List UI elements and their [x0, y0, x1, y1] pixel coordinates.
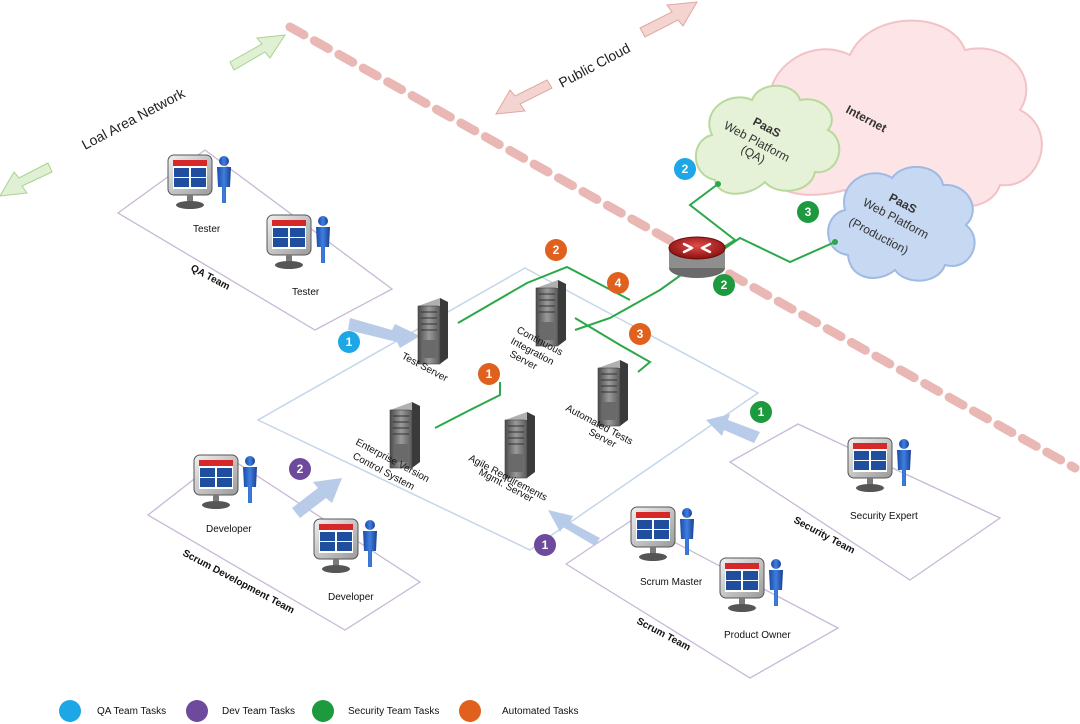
security-flow-arrow: [706, 414, 760, 443]
legend-swatch-security: [312, 700, 334, 722]
qa-task-badge-1: 1: [338, 331, 360, 353]
paas-production-cloud: PaaS Web Platform (Production): [827, 165, 976, 282]
legend: QA Team Tasks Dev Team Tasks Security Te…: [59, 700, 579, 722]
legend-swatch-automated: [459, 700, 481, 722]
product-owner-label: Product Owner: [724, 630, 791, 641]
svg-text:3: 3: [805, 205, 812, 219]
tester-label-2: Tester: [292, 287, 320, 298]
developer-label-2: Developer: [328, 592, 374, 603]
security-task-badge-1: 1: [750, 401, 772, 423]
svg-text:1: 1: [346, 335, 353, 349]
scrum-team-platform: [564, 519, 840, 679]
svg-text:3: 3: [637, 327, 644, 341]
automated-task-badge-1: 1: [478, 363, 500, 385]
zone-label-cloud: Public Cloud: [556, 40, 633, 91]
qa-flow-arrow: [348, 318, 420, 348]
security-expert-label: Security Expert: [850, 511, 918, 522]
qa-team-platform: [116, 149, 394, 331]
automated-task-badge-3: 3: [629, 323, 651, 345]
cloud-arrow-down: [495, 79, 553, 115]
link-endpoint-qa: [715, 181, 721, 187]
dev-team-label: Scrum Development Team: [181, 548, 296, 616]
dev-task-badge-1: 1: [534, 534, 556, 556]
developer-label-1: Developer: [206, 524, 252, 535]
cloud-arrow-up: [639, 1, 698, 38]
test-server-icon: [417, 297, 449, 365]
product-owner-workstation: [719, 557, 784, 613]
legend-label-security: Security Team Tasks: [348, 706, 439, 717]
agile-server-icon: [504, 411, 536, 479]
legend-swatch-qa: [59, 700, 81, 722]
developer-workstation-1: [193, 454, 258, 510]
security-team-label: Security Team: [792, 515, 857, 557]
scrum-team-label: Scrum Team: [635, 616, 693, 654]
svg-text:4: 4: [615, 276, 622, 290]
lan-arrow-down: [0, 162, 53, 197]
automated-task-badge-2: 2: [545, 239, 567, 261]
legend-label-dev: Dev Team Tasks: [222, 706, 295, 717]
svg-text:2: 2: [553, 243, 560, 257]
security-team-platform: [728, 423, 1002, 581]
zone-label-lan: Loal Area Network: [79, 84, 188, 152]
security-task-badge-2: 2: [713, 274, 735, 296]
scrum-master-workstation: [630, 506, 695, 562]
developer-workstation-2: [313, 518, 378, 574]
tester-workstation-2: [266, 214, 331, 270]
automated-task-badge-4: 4: [607, 272, 629, 294]
tester-workstation-1: [167, 154, 232, 210]
scrum-master-label: Scrum Master: [640, 577, 703, 588]
svg-text:1: 1: [542, 538, 549, 552]
automated-tests-server-icon: [597, 359, 629, 427]
security-expert-workstation: [847, 437, 912, 493]
svg-text:1: 1: [486, 367, 493, 381]
lan-platform: [256, 267, 760, 551]
qa-task-badge-2: 2: [674, 158, 696, 180]
lan-arrow-up: [229, 34, 286, 71]
dev-flow-arrow: [292, 478, 342, 518]
router-icon: [668, 236, 726, 278]
scrum-flow-arrow: [548, 510, 600, 546]
svg-text:2: 2: [721, 278, 728, 292]
network-links: [434, 183, 836, 429]
security-task-badge-3: 3: [797, 201, 819, 223]
legend-label-automated: Automated Tasks: [502, 706, 579, 717]
svg-text:2: 2: [297, 462, 304, 476]
link-endpoint-prod: [832, 239, 838, 245]
svg-text:1: 1: [758, 405, 765, 419]
legend-label-qa: QA Team Tasks: [97, 706, 166, 717]
svg-text:2: 2: [682, 162, 689, 176]
legend-swatch-dev: [186, 700, 208, 722]
tester-label-1: Tester: [193, 224, 221, 235]
paas-qa-cloud: PaaS Web Platform (QA): [694, 84, 841, 195]
dev-task-badge-2: 2: [289, 458, 311, 480]
